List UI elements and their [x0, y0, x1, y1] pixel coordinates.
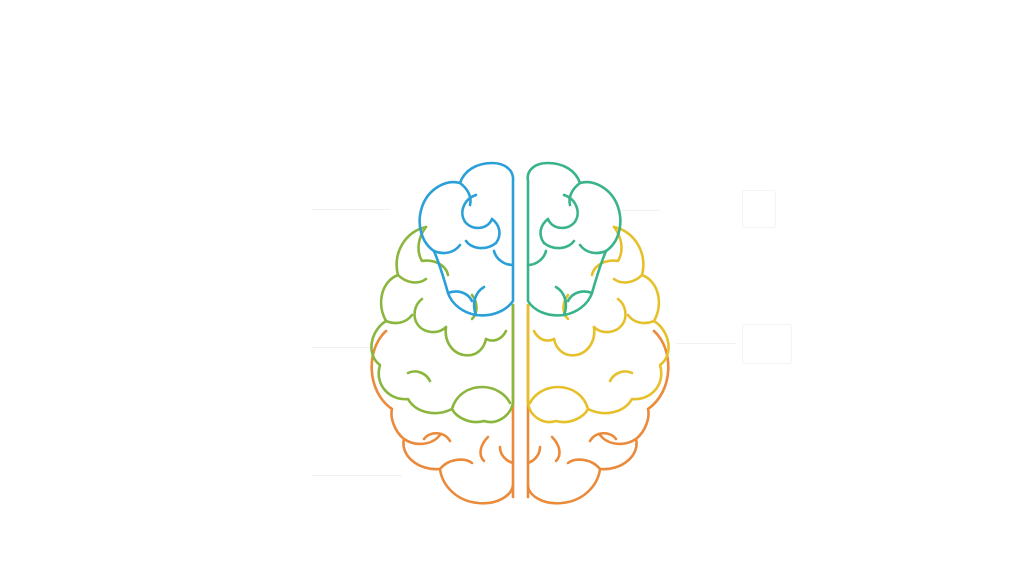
connector-right-middle	[676, 343, 736, 344]
brain-lobe-blue	[418, 161, 515, 317]
connector-left-middle	[312, 347, 374, 348]
brain-lobe-teal	[526, 161, 622, 317]
brain-lobe-green	[370, 225, 515, 424]
connector-right-top	[620, 210, 660, 211]
chart-icon	[742, 324, 792, 364]
connector-left-bottom	[312, 475, 402, 476]
connector-left-top	[312, 209, 390, 210]
brain-lobe-orange	[370, 303, 670, 505]
brain-lobe-yellow	[526, 225, 670, 424]
document-icon	[742, 190, 776, 228]
brain-illustration	[370, 161, 670, 505]
